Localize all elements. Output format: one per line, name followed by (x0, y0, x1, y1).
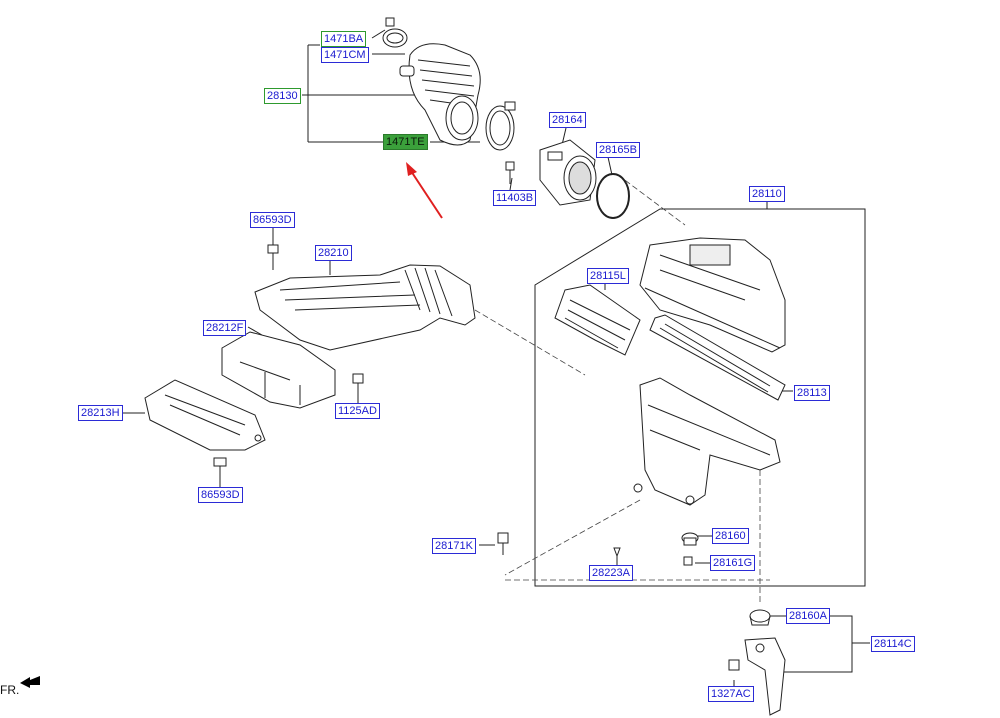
air-flow-sensor-icon (539, 139, 597, 206)
label-28165b[interactable]: 28165B (596, 142, 640, 158)
resonator-icon (221, 331, 336, 409)
air-cleaner-cover-icon (639, 237, 786, 353)
label-28210[interactable]: 28210 (315, 245, 352, 261)
dashed-line-intake (617, 174, 686, 226)
leader-28130-bracket (302, 44, 383, 143)
label-28114c[interactable]: 28114C (871, 636, 915, 652)
label-86593d-bottom[interactable]: 86593D (198, 487, 243, 503)
front-arrow-icon (20, 676, 40, 688)
label-28171k[interactable]: 28171K (432, 538, 476, 554)
bolt-1327ac-icon (728, 659, 740, 671)
air-cleaner-housing-icon (633, 377, 781, 506)
air-duct-icon (254, 264, 476, 351)
label-1471te[interactable]: 1471TE (383, 134, 428, 150)
dashed-line-duct (474, 309, 586, 376)
intake-hose-icon (399, 43, 481, 146)
clip-28223a-icon (613, 547, 621, 558)
o-ring-icon (596, 173, 630, 219)
label-28161g[interactable]: 28161G (710, 555, 756, 571)
leader-11403B (509, 177, 513, 191)
label-28110[interactable]: 28110 (749, 186, 785, 202)
red-arrow-icon (406, 162, 443, 219)
label-86593d-top[interactable]: 86593D (250, 212, 295, 228)
label-28113[interactable]: 28113 (794, 385, 830, 401)
filter-element-icon (649, 314, 786, 401)
grommet-28160-icon (681, 532, 699, 546)
hose-clamp-lower-icon (485, 101, 516, 151)
leader-1471BA (371, 29, 386, 39)
mount-28160a-icon (749, 609, 771, 626)
bolt-1125ad-icon (352, 373, 364, 398)
bolt-28161g-icon (683, 556, 693, 566)
label-28130[interactable]: 28130 (264, 88, 301, 104)
dashed-line-mount (504, 499, 641, 576)
bolt-86593d-bottom-icon (213, 457, 227, 478)
label-11403b[interactable]: 11403B (493, 190, 537, 206)
label-28160[interactable]: 28160 (712, 528, 749, 544)
cover-plate-icon (554, 284, 641, 356)
bolt-86593d-top-icon (267, 244, 279, 270)
box-28110 (534, 208, 866, 587)
label-1327ac[interactable]: 1327AC (708, 686, 754, 702)
label-28223a[interactable]: 28223A (589, 565, 633, 581)
label-1471cm[interactable]: 1471CM (321, 47, 369, 63)
label-28212f[interactable]: 28212F (203, 320, 247, 336)
label-28160a[interactable]: 28160A (786, 608, 830, 624)
bolt-28171k-icon (497, 532, 509, 555)
leader-28114C-bracket (780, 615, 870, 673)
label-28164[interactable]: 28164 (549, 112, 586, 128)
leader-28212F (247, 326, 263, 336)
label-1471ba[interactable]: 1471BA (321, 31, 367, 47)
lower-air-duct-icon (144, 379, 266, 451)
front-marker-label: FR. (0, 683, 20, 697)
label-28115l[interactable]: 28115L (587, 268, 629, 284)
hose-clamp-top-icon (382, 17, 408, 48)
label-1125ad[interactable]: 1125AD (335, 403, 380, 419)
leader-28165B (607, 156, 613, 176)
label-28213h[interactable]: 28213H (78, 405, 123, 421)
bolt-11403b-icon (505, 161, 515, 184)
bracket-28114c-icon (744, 637, 786, 716)
